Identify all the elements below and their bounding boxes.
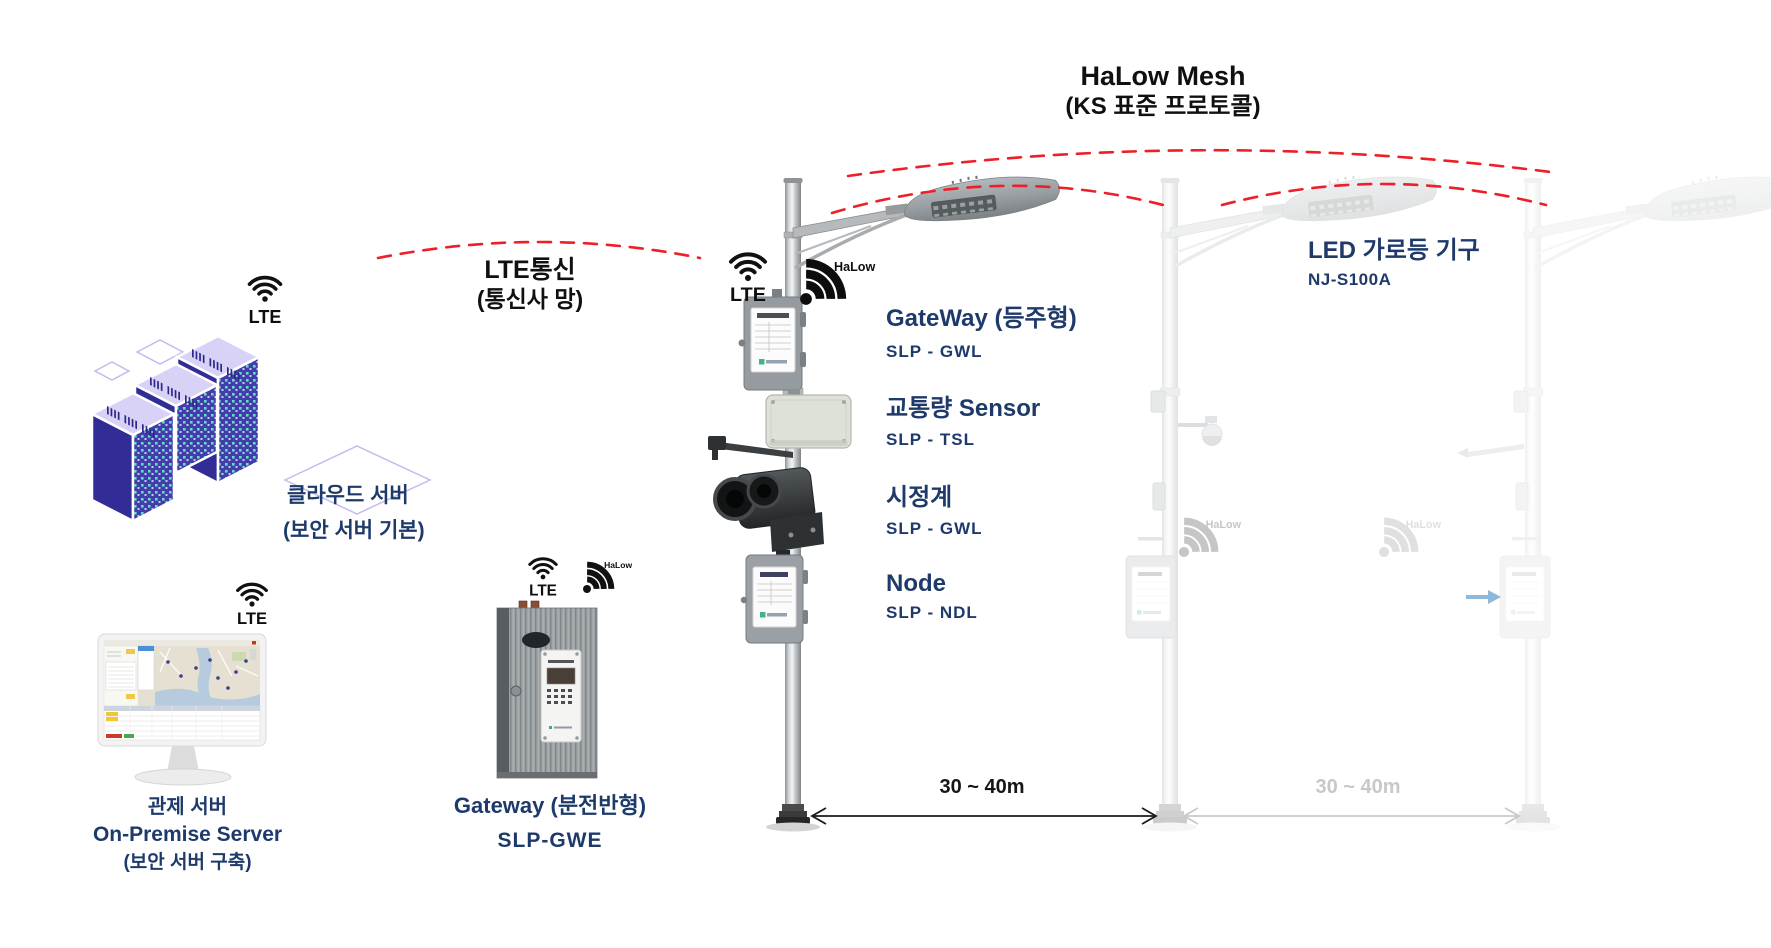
- svg-text:HaLow: HaLow: [1406, 519, 1442, 531]
- control-server-monitor: [97, 633, 267, 786]
- led-luminaire-label: LED 가로등 기구: [1308, 237, 1480, 264]
- streetlight-pole-3: HaLow: [1365, 164, 1771, 832]
- cloud-server-note: (보안 서버 기본): [283, 519, 425, 542]
- lte-link-sublabel: (통신사 망): [476, 286, 584, 312]
- diagram-subtitle: (KS 표준 프로토콜): [1065, 93, 1261, 120]
- gateway-cabinet-illustration: [496, 600, 598, 779]
- equipment-gateway-label: GateWay (등주형): [886, 305, 1077, 332]
- pole-gateway-device: [738, 289, 806, 391]
- svg-text:LTE: LTE: [529, 583, 557, 600]
- equipment-visibility-meter-model: SLP - GWL: [886, 519, 983, 538]
- lte-icon: LTE: [236, 582, 268, 628]
- distance-arrow-1: [810, 807, 1158, 825]
- cloud-server-label: 클라우드 서버: [287, 484, 409, 507]
- streetlight-pole-1: [708, 164, 1064, 832]
- control-server-label: 관제 서버: [147, 796, 228, 818]
- svg-text:LTE: LTE: [249, 307, 282, 327]
- sensor-bracket: [708, 436, 793, 460]
- lte-icon: LTE: [247, 275, 283, 327]
- equipment-traffic-sensor-model: SLP - TSL: [886, 430, 975, 449]
- equipment-traffic-sensor-label: 교통량 Sensor: [886, 395, 1041, 422]
- streetlight-pole-2: HaLow: [1125, 164, 1441, 832]
- distance-label-2: 30 ~ 40m: [1315, 776, 1401, 798]
- halow-icon: HaLow: [1165, 515, 1242, 571]
- equipment-node-label: Node: [886, 570, 946, 597]
- diagram-title: HaLow Mesh: [1080, 61, 1246, 91]
- control-server-label-en: On-Premise Server: [92, 823, 283, 846]
- halow-icon: HaLow: [1365, 515, 1442, 571]
- equipment-node-model: SLP - NDL: [886, 603, 978, 622]
- svg-text:LTE: LTE: [730, 284, 766, 306]
- svg-text:LTE: LTE: [237, 609, 267, 628]
- visibility-meter-device: [713, 467, 824, 562]
- wireless-link-arcs: [376, 148, 1560, 260]
- cabinet-gateway-model: SLP-GWE: [497, 829, 603, 852]
- distance-arrow-2: [1182, 807, 1521, 825]
- svg-text:HaLow: HaLow: [1206, 519, 1242, 531]
- node-device: [740, 554, 808, 644]
- distance-label-1: 30 ~ 40m: [939, 776, 1025, 798]
- svg-text:HaLow: HaLow: [834, 260, 875, 274]
- halow-icon: HaLow: [572, 560, 632, 604]
- control-server-note: (보안 서버 구축): [123, 852, 252, 873]
- led-luminaire-model: NJ-S100A: [1308, 270, 1392, 289]
- lte-icon: LTE: [728, 252, 768, 306]
- traffic-sensor-device: [765, 389, 852, 449]
- lte-icon: LTE: [528, 557, 558, 600]
- halow-icon: HaLow: [784, 256, 875, 321]
- equipment-gateway-model: SLP - GWL: [886, 342, 983, 361]
- cloud-servers-illustration: [89, 334, 432, 524]
- equipment-visibility-meter-label: 시정계: [886, 484, 953, 511]
- svg-text:HaLow: HaLow: [604, 560, 632, 570]
- node-pointer-arrow: [1466, 590, 1501, 604]
- cabinet-gateway-label: Gateway (분전반형): [453, 793, 647, 818]
- lte-link-label: LTE통신: [484, 256, 576, 284]
